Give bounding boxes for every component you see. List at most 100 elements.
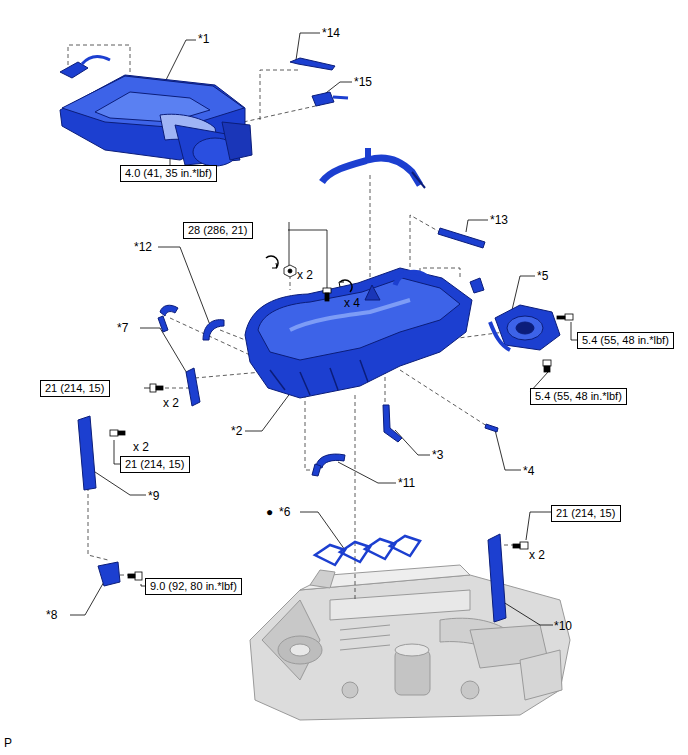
assembly-line [195, 372, 262, 378]
torque-box: 4.0 (41, 35 in.*lbf) [120, 165, 217, 182]
engine-figure [395, 650, 430, 695]
engine-figure [461, 681, 479, 699]
torque-value: 5.4 (55, 48 in.*lbf) [535, 390, 622, 403]
hose [485, 424, 498, 432]
engine-figure [330, 590, 470, 620]
throttle-body [490, 322, 510, 350]
torque-box: 28 (286, 21) [183, 222, 253, 239]
air-cleaner [222, 122, 252, 160]
engine-figure [342, 682, 358, 698]
bolt [557, 316, 565, 319]
torque-box: 5.4 (55, 48 in.*lbf) [577, 332, 674, 349]
callout-number: x 2 [529, 548, 545, 562]
gasket [390, 536, 420, 556]
bolt [110, 430, 118, 436]
gasket [365, 539, 395, 559]
leader-line [158, 247, 210, 325]
bracket [78, 368, 506, 622]
throttle-body [516, 322, 534, 334]
leader-line [466, 220, 488, 232]
engine-figure [310, 570, 335, 588]
bolt [284, 265, 296, 277]
torque-box: 9.0 (92, 80 in.*lbf) [145, 578, 242, 595]
bolt [520, 542, 528, 549]
leader-line [289, 222, 290, 267]
hose [412, 172, 425, 188]
callout-number: *7 [117, 321, 128, 335]
torque-symbol [272, 263, 277, 268]
bracket [186, 368, 200, 406]
hose [333, 97, 348, 98]
torque-value: 4.0 (41, 35 in.*lbf) [125, 167, 212, 180]
leader-line [140, 328, 188, 375]
engine-figure [290, 644, 310, 656]
assembly-line [400, 370, 490, 428]
torque-value: 9.0 (92, 80 in.*lbf) [150, 580, 237, 593]
callout-number: *1 [198, 32, 209, 46]
leader-line [296, 33, 320, 60]
torque-box: 21 (214, 15) [551, 505, 621, 522]
leader-line [70, 580, 105, 615]
leader-line [512, 276, 535, 310]
torque-value: 21 (214, 15) [125, 458, 185, 471]
intake-manifold [258, 278, 460, 360]
bolt [150, 384, 156, 392]
figure-code: P [4, 736, 12, 750]
bracket [488, 534, 506, 622]
gasket [315, 536, 420, 565]
intake-manifold [365, 285, 380, 300]
leader-line [338, 462, 396, 483]
hose [312, 464, 321, 476]
callout-number: *12 [134, 240, 152, 254]
hose [470, 278, 484, 293]
callout-number: *2 [231, 424, 242, 438]
leader-line [495, 430, 521, 470]
bolt [118, 431, 125, 435]
leader-line [92, 470, 146, 495]
torque-symbol [266, 256, 352, 292]
throttle-body [490, 305, 560, 350]
air-cleaner [60, 62, 88, 78]
throttle-body [495, 305, 560, 350]
bolt [325, 293, 329, 301]
bolt [323, 288, 331, 293]
torque-box: 5.4 (55, 48 in.*lbf) [530, 388, 627, 405]
torque-value: 28 (286, 21) [188, 224, 248, 237]
callout-number: *4 [523, 464, 534, 478]
engine-figure [520, 650, 562, 700]
torque-symbol [340, 280, 352, 292]
hose [203, 320, 224, 340]
intake-manifold [270, 360, 368, 395]
leader-line [395, 430, 430, 455]
callout-number: *5 [537, 269, 548, 283]
callout-number: *3 [432, 448, 443, 462]
bolt [565, 314, 573, 320]
air-cleaner [82, 57, 110, 64]
assembly-line [260, 70, 298, 120]
hose [322, 158, 420, 185]
engine-figure [395, 644, 429, 656]
hose [158, 316, 168, 332]
callout-number: *13 [490, 213, 508, 227]
engine-figure [340, 635, 390, 640]
torque-value: 21 (214, 15) [45, 382, 105, 395]
engine-figure [278, 636, 322, 664]
callout-number: *8 [46, 608, 57, 622]
hose [365, 148, 371, 160]
gasket [340, 542, 370, 562]
bolt [128, 574, 135, 578]
assembly-line [385, 370, 386, 410]
hose [158, 228, 498, 476]
callout-number: *11 [398, 476, 415, 490]
torque-box: 21 (214, 15) [40, 380, 110, 397]
intake-manifold [245, 268, 472, 398]
hose [290, 58, 335, 70]
leader-line [526, 512, 551, 540]
callout-number: *10 [554, 619, 572, 633]
engine-figure [250, 575, 570, 720]
bracket [78, 416, 96, 490]
torque-box: 21 (214, 15) [120, 456, 190, 473]
